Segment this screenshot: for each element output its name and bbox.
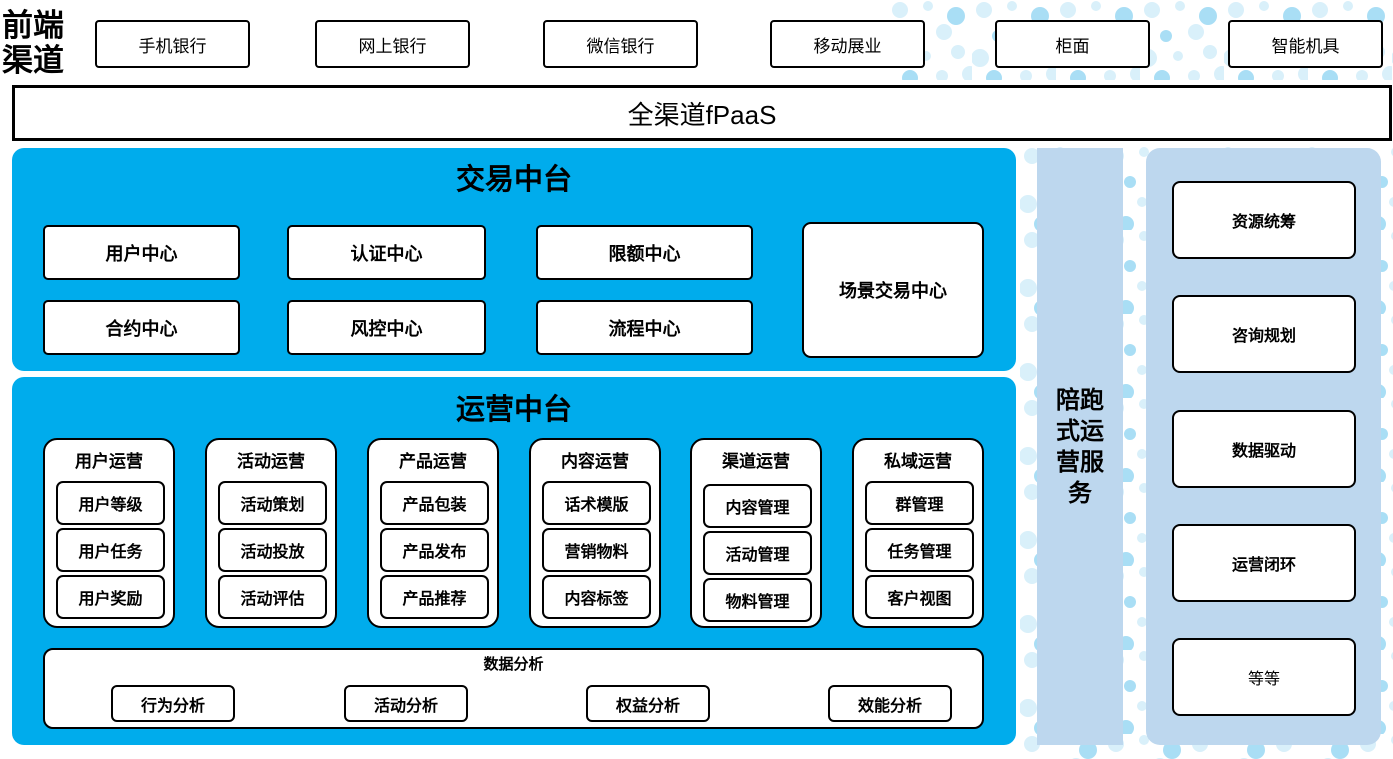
opcol-product-operation: 产品运营 产品包装 产品发布 产品推荐 [367, 438, 499, 628]
box-operation-closed-loop: 运营闭环 [1172, 524, 1356, 602]
opitem: 内容标签 [542, 575, 651, 619]
opitem: 活动管理 [703, 531, 812, 575]
opcol-activity-operation: 活动运营 活动策划 活动投放 活动评估 [205, 438, 337, 628]
opitem: 活动投放 [218, 528, 327, 572]
data-analysis-container: 数据分析 行为分析 活动分析 权益分析 效能分析 [43, 648, 984, 729]
operation-platform-title: 运营中台 [455, 394, 572, 426]
front-label-line1: 前端 [2, 8, 64, 43]
opitem: 群管理 [865, 481, 974, 525]
frontend-channels-label: 前端 渠道 [2, 8, 94, 78]
channel-wechat-banking: 微信银行 [543, 20, 698, 68]
channel-mobile-banking: 手机银行 [95, 20, 250, 68]
channel-online-banking: 网上银行 [315, 20, 470, 68]
box-data-driven: 数据驱动 [1172, 410, 1356, 488]
opitem: 用户任务 [56, 528, 165, 572]
opcol-title: 用户运营 [75, 452, 143, 471]
box-behavior-analysis: 行为分析 [111, 685, 235, 722]
opitem: 用户等级 [56, 481, 165, 525]
opitem: 活动策划 [218, 481, 327, 525]
opitem: 物料管理 [703, 578, 812, 622]
channel-smart-devices: 智能机具 [1228, 20, 1383, 68]
opcol-title: 私域运营 [884, 452, 952, 471]
transaction-platform-section: 交易中台 用户中心 认证中心 限额中心 合约中心 风控中心 流程中心 场景交易中… [12, 148, 1016, 371]
box-efficiency-analysis: 效能分析 [828, 685, 952, 722]
opitem: 客户视图 [865, 575, 974, 619]
box-benefit-analysis: 权益分析 [586, 685, 710, 722]
channel-mobile-marketing: 移动展业 [770, 20, 925, 68]
opcol-channel-operation: 渠道运营 内容管理 活动管理 物料管理 [690, 438, 822, 628]
box-resource-coordination: 资源统筹 [1172, 181, 1356, 259]
opcol-user-operation: 用户运营 用户等级 用户任务 用户奖励 [43, 438, 175, 628]
opitem: 产品发布 [380, 528, 489, 572]
opcol-title: 活动运营 [237, 452, 305, 471]
box-activity-analysis: 活动分析 [344, 685, 468, 722]
box-process-center: 流程中心 [536, 300, 753, 355]
opcol-title: 产品运营 [399, 452, 467, 471]
box-limit-center: 限额中心 [536, 225, 753, 280]
box-scenario-transaction-center: 场景交易中心 [802, 222, 984, 358]
box-risk-center: 风控中心 [287, 300, 486, 355]
opcol-title: 渠道运营 [722, 452, 790, 471]
channel-counter: 柜面 [995, 20, 1150, 68]
box-etc: 等等 [1172, 638, 1356, 716]
opitem: 用户奖励 [56, 575, 165, 619]
omnichannel-fpaas-bar: 全渠道fPaaS [12, 85, 1392, 141]
transaction-platform-title: 交易中台 [455, 164, 572, 196]
operation-platform-section: 运营中台 用户运营 用户等级 用户任务 用户奖励 活动运营 活动策划 活动投放 … [12, 377, 1016, 745]
opitem: 产品包装 [380, 481, 489, 525]
companion-operation-service-label: 陪跑式运营服务 [1056, 386, 1104, 507]
front-label-line2: 渠道 [2, 43, 64, 78]
right-service-panel: 资源统筹 咨询规划 数据驱动 运营闭环 等等 [1146, 148, 1381, 745]
opitem: 活动评估 [218, 575, 327, 619]
box-auth-center: 认证中心 [287, 225, 486, 280]
box-contract-center: 合约中心 [43, 300, 240, 355]
opcol-title: 内容运营 [561, 452, 629, 471]
box-user-center: 用户中心 [43, 225, 240, 280]
opitem: 话术模版 [542, 481, 651, 525]
companion-operation-service-bar: 陪跑式运营服务 [1037, 148, 1123, 745]
opitem: 任务管理 [865, 528, 974, 572]
box-consulting-planning: 咨询规划 [1172, 295, 1356, 373]
opcol-content-operation: 内容运营 话术模版 营销物料 内容标签 [529, 438, 661, 628]
opcol-private-domain-operation: 私域运营 群管理 任务管理 客户视图 [852, 438, 984, 628]
data-analysis-title: 数据分析 [483, 656, 544, 673]
opitem: 营销物料 [542, 528, 651, 572]
opitem: 内容管理 [703, 484, 812, 528]
opitem: 产品推荐 [380, 575, 489, 619]
